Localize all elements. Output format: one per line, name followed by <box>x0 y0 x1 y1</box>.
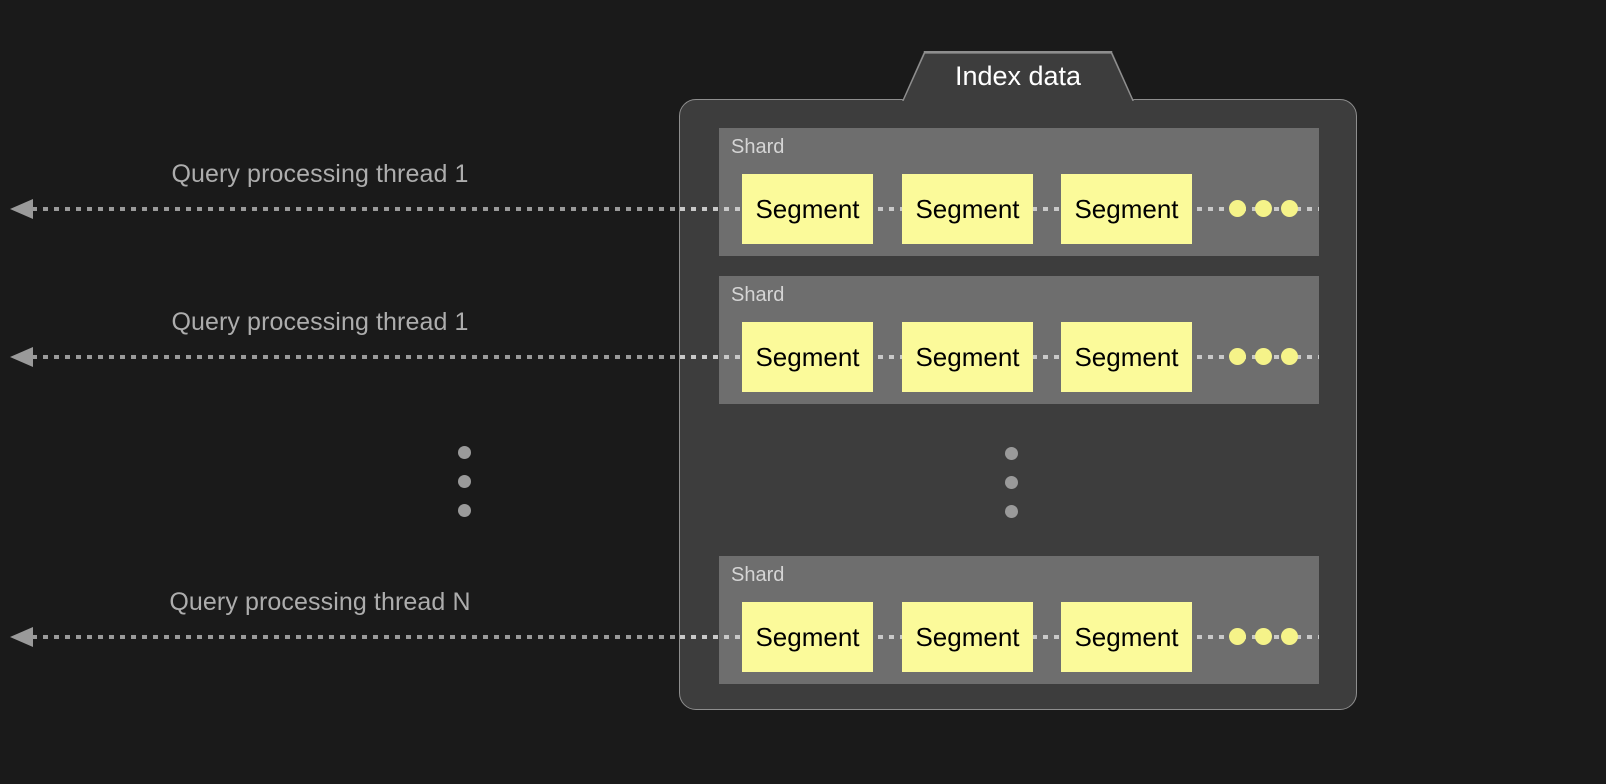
segment-dot <box>1255 628 1272 645</box>
segment-box: Segment <box>1061 602 1192 672</box>
vertical-ellipsis-icon-shards <box>1005 447 1018 518</box>
segment-dot <box>1229 628 1246 645</box>
ellipsis-dot <box>1005 447 1018 460</box>
segment-box: Segment <box>742 602 873 672</box>
vertical-ellipsis-icon-threads <box>458 446 471 517</box>
ellipsis-dot <box>458 504 471 517</box>
segment-box: Segment <box>742 322 873 392</box>
thread-label-2: Query processing thread 1 <box>171 308 469 336</box>
horizontal-ellipsis-icon <box>1229 348 1307 366</box>
thread-row-1: Query processing thread 1 <box>0 160 700 230</box>
segment-dot <box>1255 200 1272 217</box>
ellipsis-dot <box>458 475 471 488</box>
thread-label-1: Query processing thread 1 <box>171 160 469 188</box>
arrow-left-icon <box>10 347 33 367</box>
page-title: Index data <box>954 61 1082 91</box>
index-data-container: Shard Segment Segment Segment Shard Segm… <box>679 99 1357 710</box>
segment-row-3: Segment Segment Segment <box>680 602 1319 672</box>
arrow-dotted-line <box>32 635 700 639</box>
segment-box: Segment <box>902 602 1033 672</box>
horizontal-ellipsis-icon <box>1229 200 1307 218</box>
thread-row-2: Query processing thread 1 <box>0 308 700 378</box>
shard-panel-3: Shard Segment Segment Segment <box>680 556 1319 684</box>
segment-row-2: Segment Segment Segment <box>680 322 1319 392</box>
index-data-title-tab: Index data <box>902 51 1134 101</box>
segment-dot <box>1229 200 1246 217</box>
ellipsis-dot <box>458 446 471 459</box>
arrow-dotted-line <box>32 355 700 359</box>
segment-box: Segment <box>902 174 1033 244</box>
shard-panel-1: Shard Segment Segment Segment <box>680 128 1319 256</box>
segment-box: Segment <box>1061 322 1192 392</box>
thread-arrow-3 <box>0 626 700 648</box>
segment-dot <box>1281 348 1298 365</box>
segment-box: Segment <box>1061 174 1192 244</box>
thread-row-3: Query processing thread N <box>0 588 700 658</box>
segment-box: Segment <box>742 174 873 244</box>
shard-label-1: Shard <box>731 136 785 158</box>
arrow-left-icon <box>10 199 33 219</box>
segment-dot <box>1255 348 1272 365</box>
segment-dot <box>1229 348 1246 365</box>
shard-panel-2: Shard Segment Segment Segment <box>680 276 1319 404</box>
arrow-left-icon <box>10 627 33 647</box>
segment-box: Segment <box>902 322 1033 392</box>
thread-label-3: Query processing thread N <box>169 588 471 616</box>
segment-dot <box>1281 628 1298 645</box>
ellipsis-dot <box>1005 476 1018 489</box>
arrow-dotted-line <box>32 207 700 211</box>
segment-dot <box>1281 200 1298 217</box>
shard-label-2: Shard <box>731 284 785 306</box>
horizontal-ellipsis-icon <box>1229 628 1307 646</box>
ellipsis-dot <box>1005 505 1018 518</box>
thread-arrow-1 <box>0 198 700 220</box>
segment-row-1: Segment Segment Segment <box>680 174 1319 244</box>
shard-label-3: Shard <box>731 564 785 586</box>
thread-arrow-2 <box>0 346 700 368</box>
